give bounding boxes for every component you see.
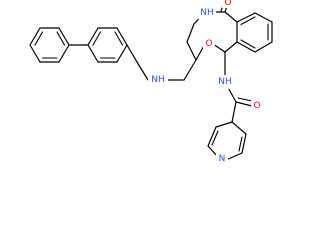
atom-label-o-amide: O xyxy=(253,101,260,111)
atom-label-group: NH O NH O NH O N xyxy=(148,0,263,165)
atom-label-nh-lactam: NH xyxy=(200,8,214,18)
bond-group xyxy=(29,2,273,161)
molecule-canvas: NH O NH O NH O N xyxy=(29,0,273,165)
molecule-structure: NH O NH O NH O N xyxy=(29,0,273,165)
atom-label-o-ring: O xyxy=(205,39,212,49)
atom-label-nh-amine: NH xyxy=(151,75,165,85)
atom-label-o-lactam: O xyxy=(224,0,231,8)
atom-label-n-pyridine: N xyxy=(219,154,226,164)
atom-label-nh-amide: NH xyxy=(218,77,232,87)
